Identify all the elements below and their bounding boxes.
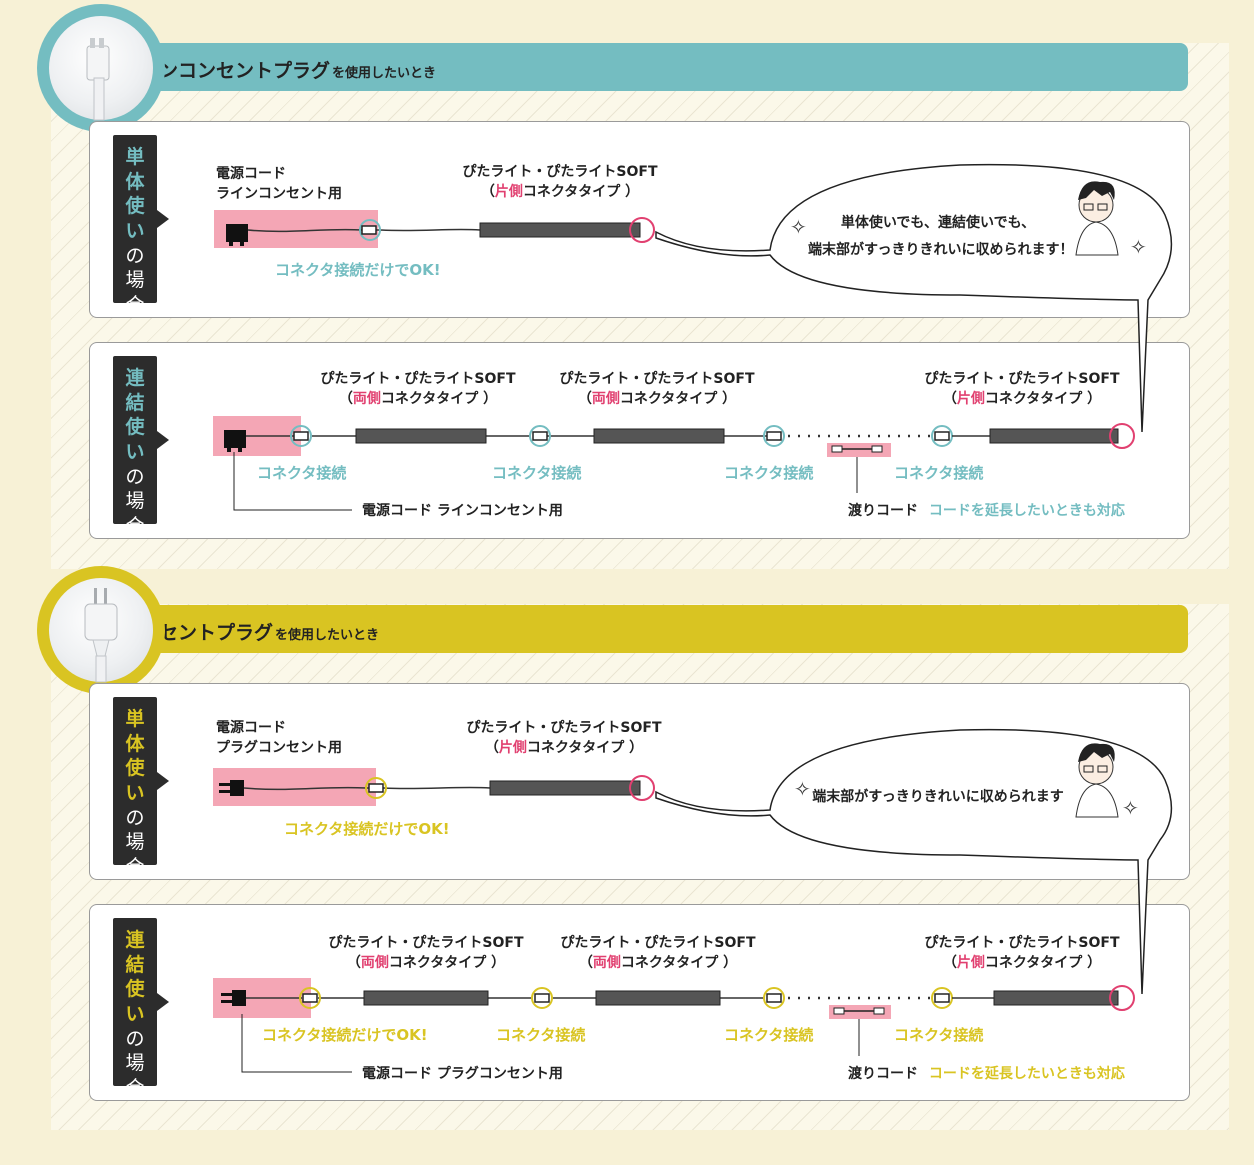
single-use-tab: 単 体 使 い の 場 合: [113, 697, 169, 878]
connector-label: コネクタ接続: [724, 464, 814, 482]
bridge-cord-label: 渡りコード コードを延長したいときも対応: [848, 503, 1125, 519]
connector-label: コネクタ接続だけでOK!: [275, 261, 441, 279]
light-label-2: ぴたライト・ぴたライトSOFT （両側コネクタタイプ ）: [559, 371, 755, 407]
bridge-cord-area: [829, 1005, 891, 1019]
outlet-plug-banner: コンセントプラグを使用したいとき: [81, 605, 1188, 653]
light-label: ぴたライト・ぴたライトSOFT （片側コネクタタイプ ）: [462, 164, 658, 200]
line-outlet-plug-icon: [37, 4, 165, 132]
line-outlet-banner: ラインコンセントプラグを使用したいとき: [81, 43, 1188, 91]
connector-label: コネクタ接続: [724, 1026, 814, 1044]
linked-use-tab: 連 結 使 い の 場 合: [113, 356, 169, 537]
connector-label: コネクタ接続だけでOK!: [284, 820, 450, 838]
light-label-2: ぴたライト・ぴたライトSOFT （両側コネクタタイプ ）: [560, 935, 756, 971]
sparkle-icon: ✧: [1130, 235, 1147, 259]
light-label-3: ぴたライト・ぴたライトSOFT （片側コネクタタイプ ）: [924, 371, 1120, 407]
bridge-cord-label: 渡りコード コードを延長したいときも対応: [848, 1066, 1125, 1082]
speech-bubble-text: 端末部がすっきりきれいに収められます: [812, 789, 1064, 805]
outlet-plug-icon: [37, 566, 165, 694]
sparkle-icon: ✧: [1122, 796, 1139, 820]
power-cord-bottom-label: 電源コード プラグコンセント用: [362, 1066, 563, 1082]
light-label-1: ぴたライト・ぴたライトSOFT （両側コネクタタイプ ）: [320, 371, 516, 407]
light-label: ぴたライト・ぴたライトSOFT （片側コネクタタイプ ）: [466, 720, 662, 756]
light-label-1: ぴたライト・ぴたライトSOFT （両側コネクタタイプ ）: [328, 935, 524, 971]
connector-label: コネクタ接続: [894, 464, 984, 482]
power-cord-label: 電源コード プラグコンセント用: [216, 720, 342, 756]
sparkle-icon: ✧: [794, 777, 811, 801]
speech-bubble-text: 単体使いでも、連結使いでも、 端末部がすっきりきれいに収められます！: [808, 215, 1074, 258]
power-cord-area: [213, 768, 376, 806]
connector-label: コネクタ接続: [496, 1026, 586, 1044]
connector-label: コネクタ接続だけでOK!: [262, 1026, 428, 1044]
banner-title: ラインコンセントプラグを使用したいとき: [121, 60, 437, 82]
light-label-3: ぴたライト・ぴたライトSOFT （片側コネクタタイプ ）: [924, 935, 1120, 971]
linked-use-tab: 連 結 使 い の 場 合: [113, 918, 169, 1099]
sparkle-icon: ✧: [790, 215, 807, 239]
power-cord-bottom-label: 電源コード ラインコンセント用: [362, 503, 563, 519]
bridge-cord-area: [827, 443, 891, 457]
connector-label: コネクタ接続: [894, 1026, 984, 1044]
power-cord-area: [214, 210, 378, 248]
single-use-tab: 単 体 使 い の 場 合: [113, 135, 169, 316]
connector-label: コネクタ接続: [257, 464, 347, 482]
power-cord-area: [213, 978, 311, 1018]
connector-label: コネクタ接続: [492, 464, 582, 482]
power-cord-label: 電源コード ラインコンセント用: [216, 166, 342, 202]
power-cord-area: [213, 416, 301, 456]
